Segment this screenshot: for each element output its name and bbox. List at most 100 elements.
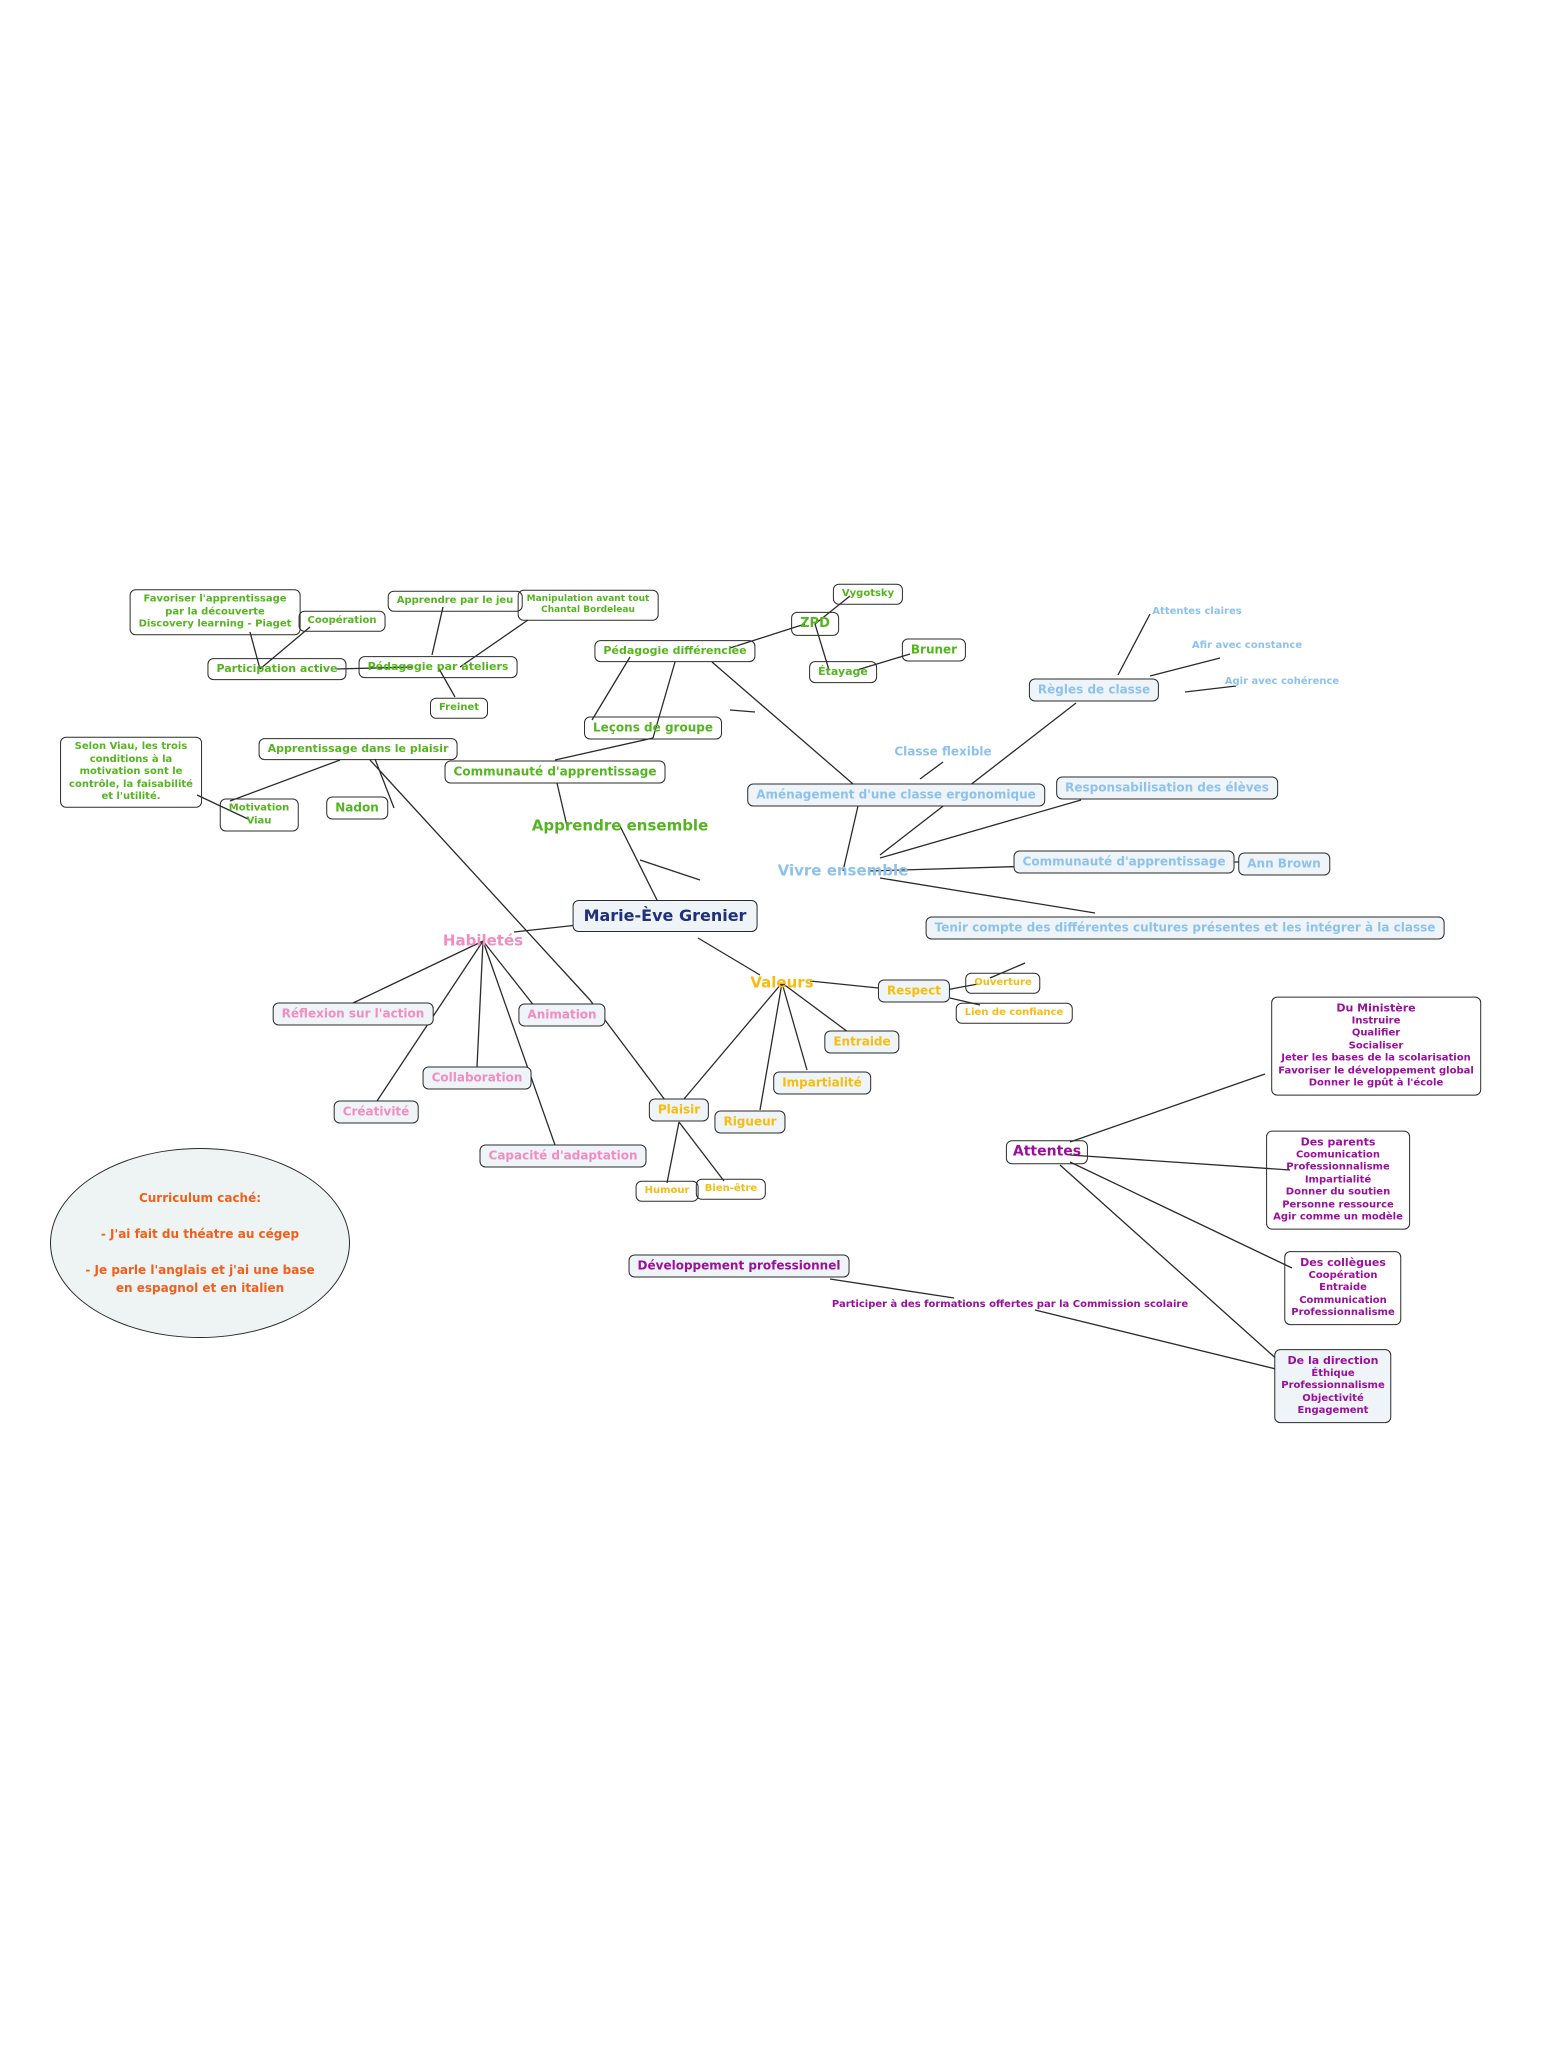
connector-line: [729, 709, 756, 713]
manipulation-node[interactable]: Manipulation avant tout Chantal Bordelea…: [517, 589, 659, 621]
connector-line: [259, 626, 311, 670]
cultures-node[interactable]: Tenir compte des différentes cultures pr…: [925, 916, 1445, 940]
rigueur-node[interactable]: Rigueur: [714, 1110, 786, 1134]
connector-line: [249, 631, 261, 670]
connector-line: [666, 1121, 680, 1184]
connector-line: [369, 759, 591, 1001]
connector-line: [919, 761, 944, 780]
connector-line: [781, 982, 808, 1071]
amenagement-classe-node[interactable]: Aménagement d'une classe ergonomique: [747, 783, 1045, 807]
connector-line: [556, 782, 568, 827]
vivre-communaute-node[interactable]: Communauté d'apprentissage: [1013, 850, 1235, 874]
collegues-node[interactable]: Des collègues Coopération Entraide Commu…: [1284, 1251, 1402, 1325]
connector-line: [989, 962, 1026, 979]
humour-node[interactable]: Humour: [635, 1180, 699, 1202]
connector-line: [1149, 657, 1221, 677]
connector-line: [229, 759, 341, 802]
connector-line: [1034, 1309, 1281, 1371]
curriculum-cache-ellipse[interactable]: Curriculum caché: - J'ai fait du théatre…: [50, 1148, 350, 1338]
attentes-claires-label[interactable]: Attentes claires: [1152, 605, 1242, 617]
plaisir-node[interactable]: Plaisir: [648, 1098, 710, 1122]
connector-line: [1117, 613, 1151, 676]
connector-line: [949, 997, 981, 1006]
formations-label[interactable]: Participer à des formations offertes par…: [831, 1298, 1189, 1310]
attentes-topic[interactable]: Attentes: [1005, 1140, 1089, 1164]
impartialite-node[interactable]: Impartialité: [773, 1071, 871, 1095]
freinet-node[interactable]: Freinet: [429, 697, 489, 719]
entraide-node[interactable]: Entraide: [824, 1030, 900, 1054]
zpd-node[interactable]: ZPD: [791, 611, 839, 637]
respect-node[interactable]: Respect: [877, 979, 951, 1003]
reflexion-action-node[interactable]: Réflexion sur l'action: [272, 1002, 434, 1026]
animation-node[interactable]: Animation: [518, 1003, 606, 1027]
cooperation-node[interactable]: Coopération: [298, 610, 386, 632]
parents-title: Des parents: [1300, 1135, 1376, 1149]
communaute-apprentissage-node[interactable]: Communauté d'apprentissage: [444, 760, 666, 784]
collegues-title: Des collègues: [1300, 1256, 1386, 1270]
connector-line: [459, 619, 529, 668]
apprendre-jeu-node[interactable]: Apprendre par le jeu: [387, 590, 523, 612]
ann-brown-node[interactable]: Ann Brown: [1238, 852, 1330, 876]
connector-line: [879, 877, 1096, 914]
agir-coherence-label[interactable]: Agir avec cohérence: [1224, 675, 1340, 687]
vygotsky-node[interactable]: Vygotsky: [832, 583, 904, 605]
connector-line: [1184, 685, 1237, 693]
connector-line: [711, 661, 861, 791]
connector-line: [683, 982, 783, 1100]
lien-confiance-node[interactable]: Lien de confiance: [955, 1002, 1073, 1024]
direction-node[interactable]: De la direction Éthique Professionnalism…: [1274, 1349, 1392, 1423]
direction-title: De la direction: [1287, 1354, 1379, 1368]
connector-line: [431, 606, 444, 656]
connector-line: [678, 1121, 725, 1182]
parents-node[interactable]: Des parents Coomunication Professionnali…: [1266, 1130, 1410, 1230]
connector-line: [856, 653, 911, 671]
connector-line: [1069, 1154, 1291, 1171]
bien-etre-node[interactable]: Bien-être: [695, 1178, 767, 1200]
creativite-node[interactable]: Créativité: [333, 1100, 419, 1124]
connector-line: [867, 865, 1036, 872]
motivation-viau-node[interactable]: Motivation Viau: [219, 798, 299, 832]
connector-line: [374, 758, 395, 809]
regles-classe-node[interactable]: Règles de classe: [1028, 678, 1160, 702]
nadon-node[interactable]: Nadon: [326, 796, 388, 820]
participation-active-node[interactable]: Participation active: [207, 658, 347, 680]
capacite-adaptation-node[interactable]: Capacité d'adaptation: [479, 1144, 647, 1168]
favoriser-decouverte-node[interactable]: Favoriser l'apprentissage par la découve…: [129, 589, 301, 635]
lecons-groupe-node[interactable]: Leçons de groupe: [584, 716, 722, 740]
connector-line: [814, 623, 830, 671]
connector-line: [879, 702, 1077, 856]
connector-line: [842, 805, 859, 872]
central-topic[interactable]: Marie-Ève Grenier: [572, 900, 758, 932]
vivre-ensemble-topic[interactable]: Vivre ensemble: [777, 861, 909, 880]
pedagogie-differenciee-node[interactable]: Pédagogie différenciée: [594, 640, 756, 662]
apprendre-ensemble-topic[interactable]: Apprendre ensemble: [531, 816, 709, 835]
connector-line: [759, 982, 783, 1111]
valeurs-topic[interactable]: Valeurs: [750, 973, 814, 992]
connector-line: [1069, 1073, 1266, 1143]
connector-line: [639, 859, 701, 881]
connector-line: [814, 595, 851, 625]
connector-line: [476, 940, 484, 1068]
classe-flexible-label[interactable]: Classe flexible: [894, 744, 992, 759]
connector-line: [652, 661, 676, 739]
viau-note-node[interactable]: Selon Viau, les trois conditions à la mo…: [60, 736, 202, 808]
developpement-professionnel-node[interactable]: Développement professionnel: [628, 1254, 850, 1278]
connector-line: [196, 794, 249, 820]
collaboration-node[interactable]: Collaboration: [422, 1066, 532, 1090]
pedagogie-ateliers-node[interactable]: Pédagogie par ateliers: [358, 656, 518, 678]
etayage-node[interactable]: Étayage: [809, 661, 877, 683]
ministere-title: Du Ministère: [1336, 1001, 1416, 1015]
ouverture-node[interactable]: Ouverture: [965, 972, 1041, 994]
agir-constance-label[interactable]: Afir avec constance: [1191, 639, 1303, 651]
connector-line: [829, 1278, 955, 1299]
ministere-items: Instruire Qualifier Socialiser Jeter les…: [1278, 1015, 1474, 1089]
apprentissage-plaisir-node[interactable]: Apprentissage dans le plaisir: [258, 738, 458, 760]
connector-line: [697, 937, 761, 976]
responsabilisation-node[interactable]: Responsabilisation des élèves: [1056, 776, 1278, 800]
ministere-node[interactable]: Du Ministère Instruire Qualifier Sociali…: [1271, 996, 1481, 1096]
habiletes-topic[interactable]: Habiletés: [442, 931, 524, 950]
bruner-node[interactable]: Bruner: [901, 638, 967, 662]
connector-line: [879, 799, 1082, 859]
connector-line: [809, 980, 889, 990]
